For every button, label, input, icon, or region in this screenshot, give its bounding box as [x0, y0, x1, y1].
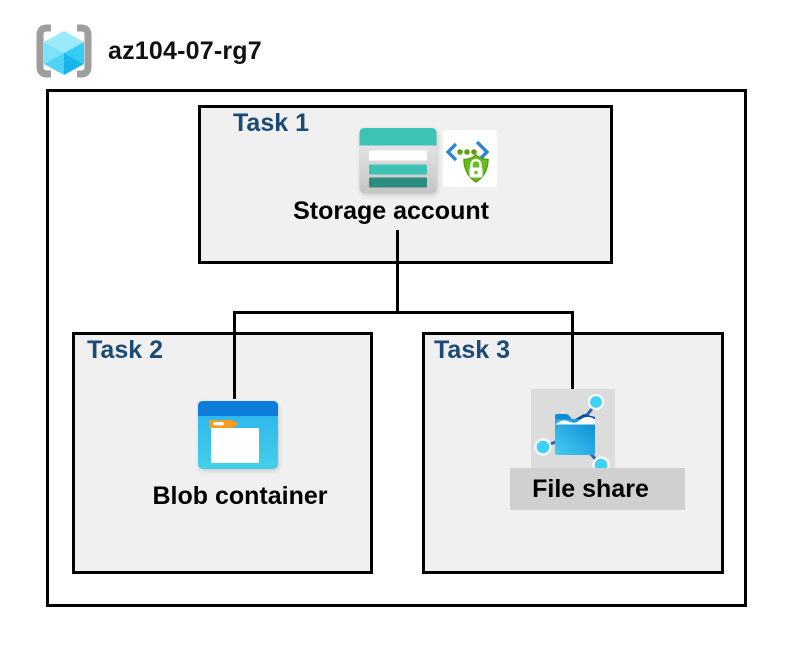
task2-label: Task 2 [87, 336, 163, 364]
connector-to-blob-container [233, 311, 236, 399]
storage-account-icon [359, 128, 437, 193]
storage-account-label: Storage account [293, 197, 489, 225]
connector-to-file-share [571, 311, 574, 390]
secure-access-icon [443, 130, 497, 187]
blob-container-label: Blob container [152, 482, 328, 510]
azure-resource-group-icon [36, 24, 92, 78]
blob-container-icon [198, 401, 278, 469]
resource-group-name: az104-07-rg7 [108, 37, 262, 65]
task1-label: Task 1 [233, 109, 309, 137]
connector-storage-stem [396, 230, 399, 313]
file-share-label: File share [532, 474, 649, 503]
connector-horizontal [234, 311, 574, 314]
file-share-label-band: File share [510, 468, 685, 510]
file-share-icon [531, 389, 615, 474]
task3-label: Task 3 [434, 336, 510, 364]
